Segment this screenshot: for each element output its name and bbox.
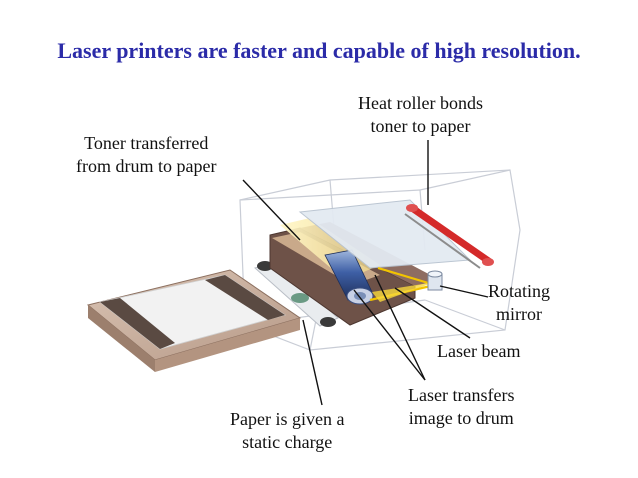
label-rotating-mirror: Rotating mirror [488,281,550,324]
label-paper-charge: Paper is given a static charge [230,409,345,452]
label-laser-beam: Laser beam [437,341,521,361]
rotating-mirror [427,270,443,291]
label-heat-roller: Heat roller bonds toner to paper [358,93,483,136]
label-laser-transfers: Laser transfers image to drum [408,385,515,428]
paper-tray [86,269,302,372]
heat-roller [404,204,494,269]
leader-lines [242,140,489,406]
page-title: Laser printers are faster and capable of… [57,38,581,63]
charge-rollers [254,261,339,327]
label-toner-transferred: Toner transferred from drum to paper [76,133,217,176]
photo-drum [324,249,374,305]
